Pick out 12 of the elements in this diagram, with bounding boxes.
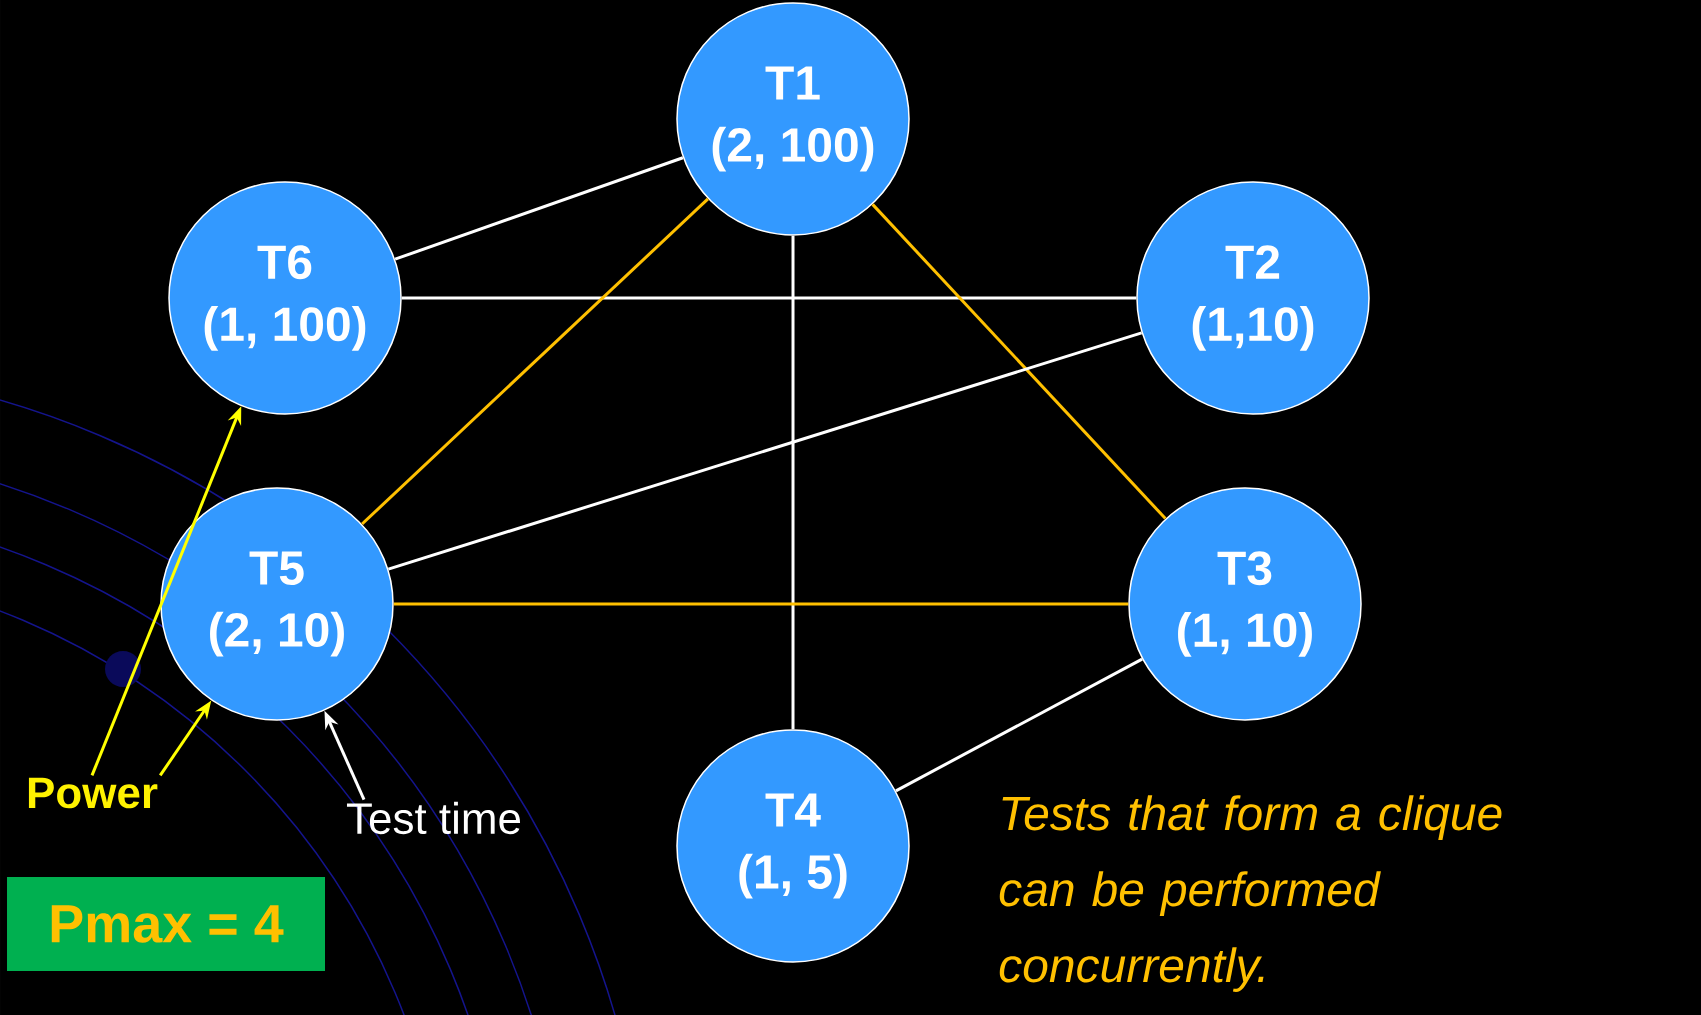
edge-line	[394, 156, 684, 261]
edge-line	[895, 657, 1143, 793]
edge-line	[393, 602, 1129, 606]
test-time-label: Test time	[347, 801, 521, 835]
edge-line	[791, 235, 795, 730]
edge-line	[387, 331, 1143, 571]
edge-line	[361, 197, 709, 526]
edge-line	[401, 296, 1137, 300]
power-label: Power	[28, 777, 158, 809]
edge-line	[871, 203, 1167, 520]
pmax-box: Pmax = 4	[7, 877, 325, 971]
caption-text: Tests that form a clique can be performed concurrently.	[999, 795, 1502, 992]
